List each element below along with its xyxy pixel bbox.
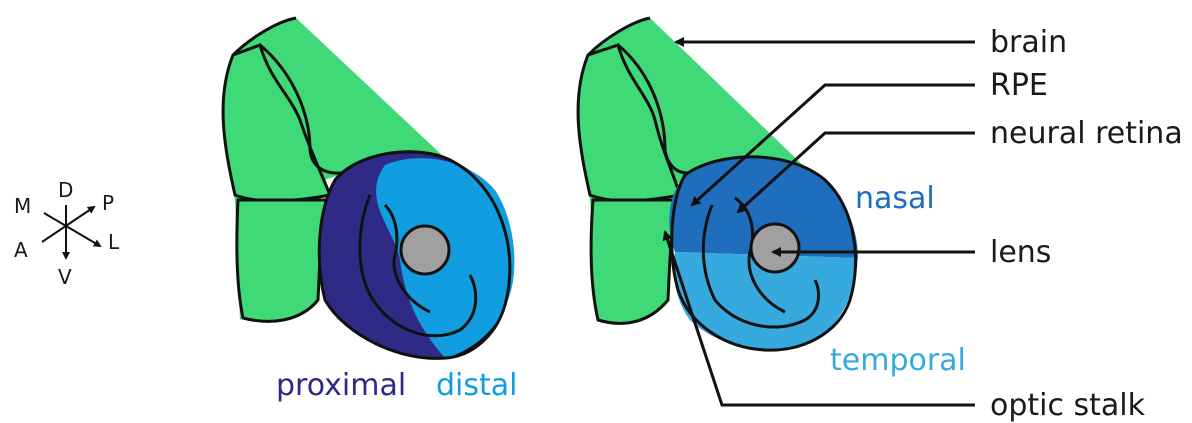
distal-label: distal [436,368,518,403]
left-optic-cup: proximal distal [223,18,517,403]
left-lens [401,226,449,274]
nasal-label: nasal [855,181,935,216]
orientation-compass: D V M A P L [14,178,120,289]
right-lens [751,224,799,272]
brain-lower-lobe-right [591,200,680,323]
axis-label-dorsal: D [58,178,73,202]
right-optic-cup: nasal temporal [578,18,966,378]
axis-label-lateral: L [108,230,120,254]
temporal-label: temporal [830,343,966,378]
axis-label-anterior: A [14,238,28,262]
brain-label: brain [990,25,1067,60]
axis-label-medial: M [14,194,31,218]
proximal-label: proximal [276,368,406,403]
brain-lower-lobe [237,200,330,321]
neural-retina-label: neural retina [990,116,1183,151]
optic-stalk-label: optic stalk [990,388,1146,423]
axis-label-posterior: P [102,191,114,215]
lens-label: lens [990,235,1051,270]
axis-label-ventral: V [58,265,72,289]
rpe-label: RPE [990,68,1048,103]
